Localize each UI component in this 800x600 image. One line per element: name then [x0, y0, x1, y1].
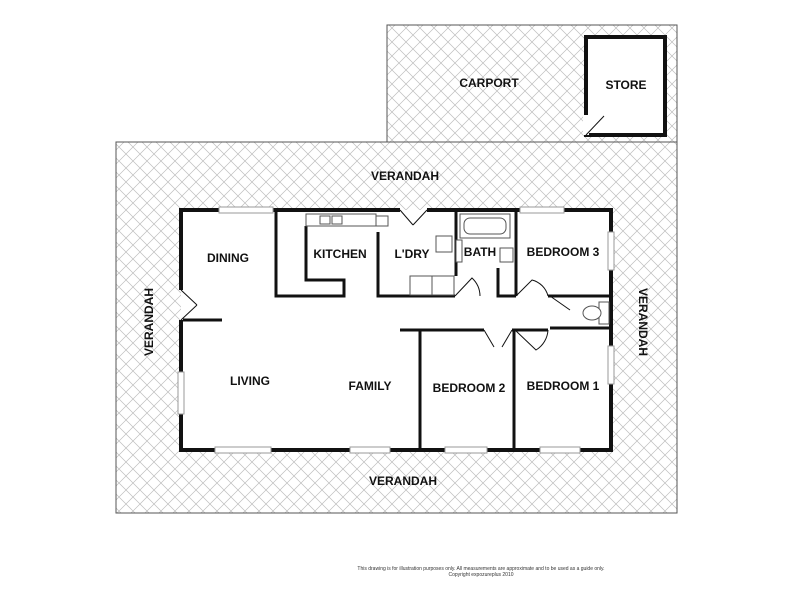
label-verandah-left: VERANDAH	[142, 288, 156, 356]
label-dining: DINING	[207, 251, 249, 265]
disclaimer-text: This drawing is for illustration purpose…	[357, 566, 605, 578]
label-carport: CARPORT	[459, 76, 519, 90]
fixtures	[305, 213, 610, 325]
store-room	[583, 35, 667, 137]
label-kitchen: KITCHEN	[313, 247, 366, 261]
label-living: LIVING	[230, 374, 270, 388]
label-verandah-bottom: VERANDAH	[369, 474, 437, 488]
label-bedroom-1: BEDROOM 1	[527, 379, 600, 393]
label-bedroom-3: BEDROOM 3	[527, 245, 600, 259]
label-bedroom-2: BEDROOM 2	[433, 381, 506, 395]
doors	[180, 209, 571, 351]
interior-walls	[183, 210, 611, 450]
label-family: FAMILY	[349, 379, 392, 393]
label-bath: BATH	[464, 245, 496, 259]
label-laundry: L'DRY	[394, 247, 429, 261]
label-verandah-right: VERANDAH	[636, 288, 650, 356]
room-labels: CARPORT STORE VERANDAH VERANDAH VERANDAH…	[142, 76, 650, 488]
windows	[177, 206, 615, 454]
label-store: STORE	[605, 78, 646, 92]
label-verandah-top: VERANDAH	[371, 169, 439, 183]
